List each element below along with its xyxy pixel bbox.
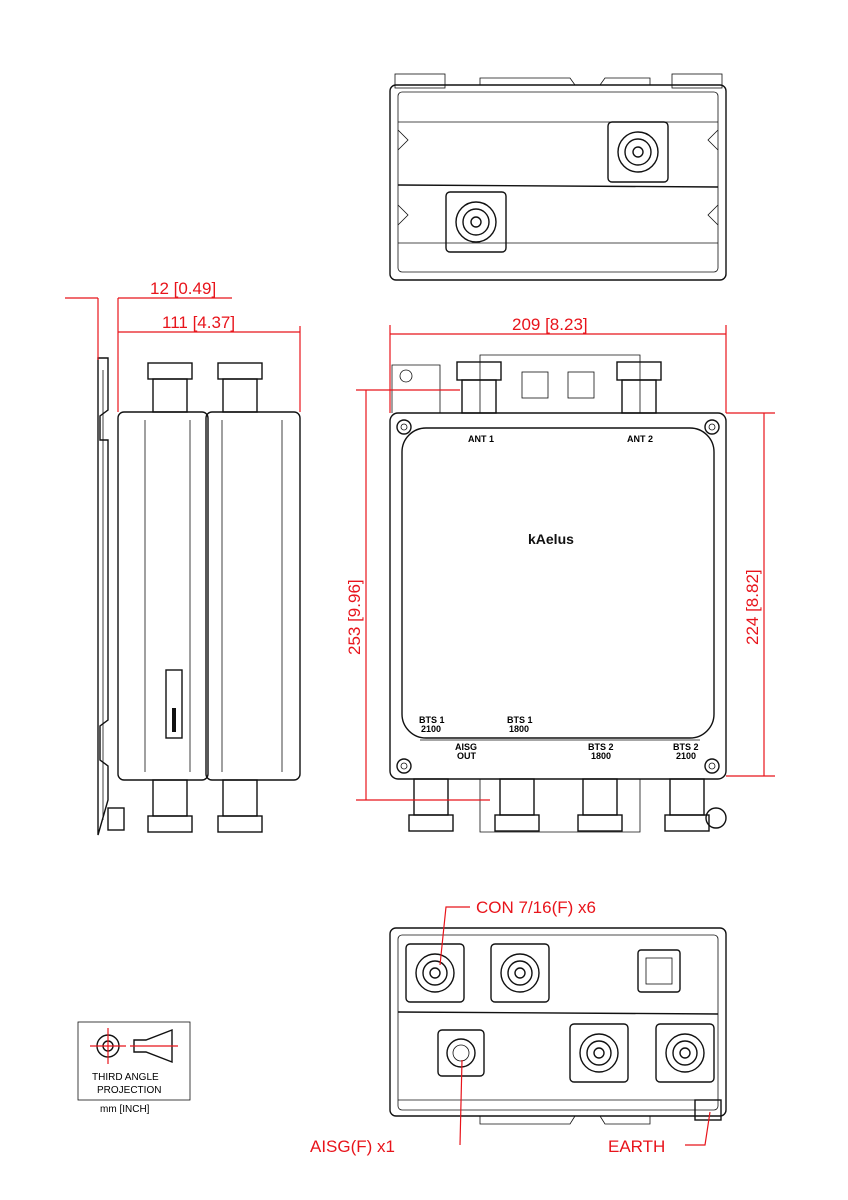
dim-body-height: 224 [8.82] [743, 569, 762, 645]
callout-aisg: AISG(F) x1 [310, 1137, 395, 1156]
top-view [389, 73, 727, 281]
label-bts2-2100-a: BTS 2 [673, 742, 699, 752]
dim-width: 209 [8.23] [512, 315, 588, 334]
units-note: mm [INCH] [100, 1104, 150, 1115]
projection-line2: PROJECTION [97, 1085, 161, 1096]
label-bts1-1800-a: BTS 1 [507, 715, 533, 725]
label-bts1-2100-b: 2100 [421, 724, 441, 734]
dimension-lines [65, 297, 775, 1146]
label-bts2-1800-a: BTS 2 [588, 742, 614, 752]
label-aisg-out-b: OUT [457, 751, 477, 761]
label-bts2-1800-b: 1800 [591, 751, 611, 761]
front-view [389, 354, 727, 833]
label-bts1-1800-b: 1800 [509, 724, 529, 734]
label-bts1-2100-a: BTS 1 [419, 715, 445, 725]
dim-overall-height: 253 [9.96] [345, 579, 364, 655]
brand-logo: kAelus [528, 531, 574, 547]
dim-flange-depth: 12 [0.49] [150, 279, 216, 298]
callout-earth: EARTH [608, 1137, 665, 1156]
dim-body-depth: 111 [4.37] [162, 313, 235, 332]
label-ant2: ANT 2 [627, 434, 653, 444]
bottom-view [389, 927, 727, 1125]
projection-line1: THIRD ANGLE [92, 1072, 159, 1083]
label-aisg-out-a: AISG [455, 742, 477, 752]
label-ant1: ANT 1 [468, 434, 494, 444]
side-view [97, 357, 301, 836]
projection-symbol [77, 1021, 191, 1101]
callout-connectors: CON 7/16(F) x6 [476, 898, 596, 917]
label-bts2-2100-b: 2100 [676, 751, 696, 761]
